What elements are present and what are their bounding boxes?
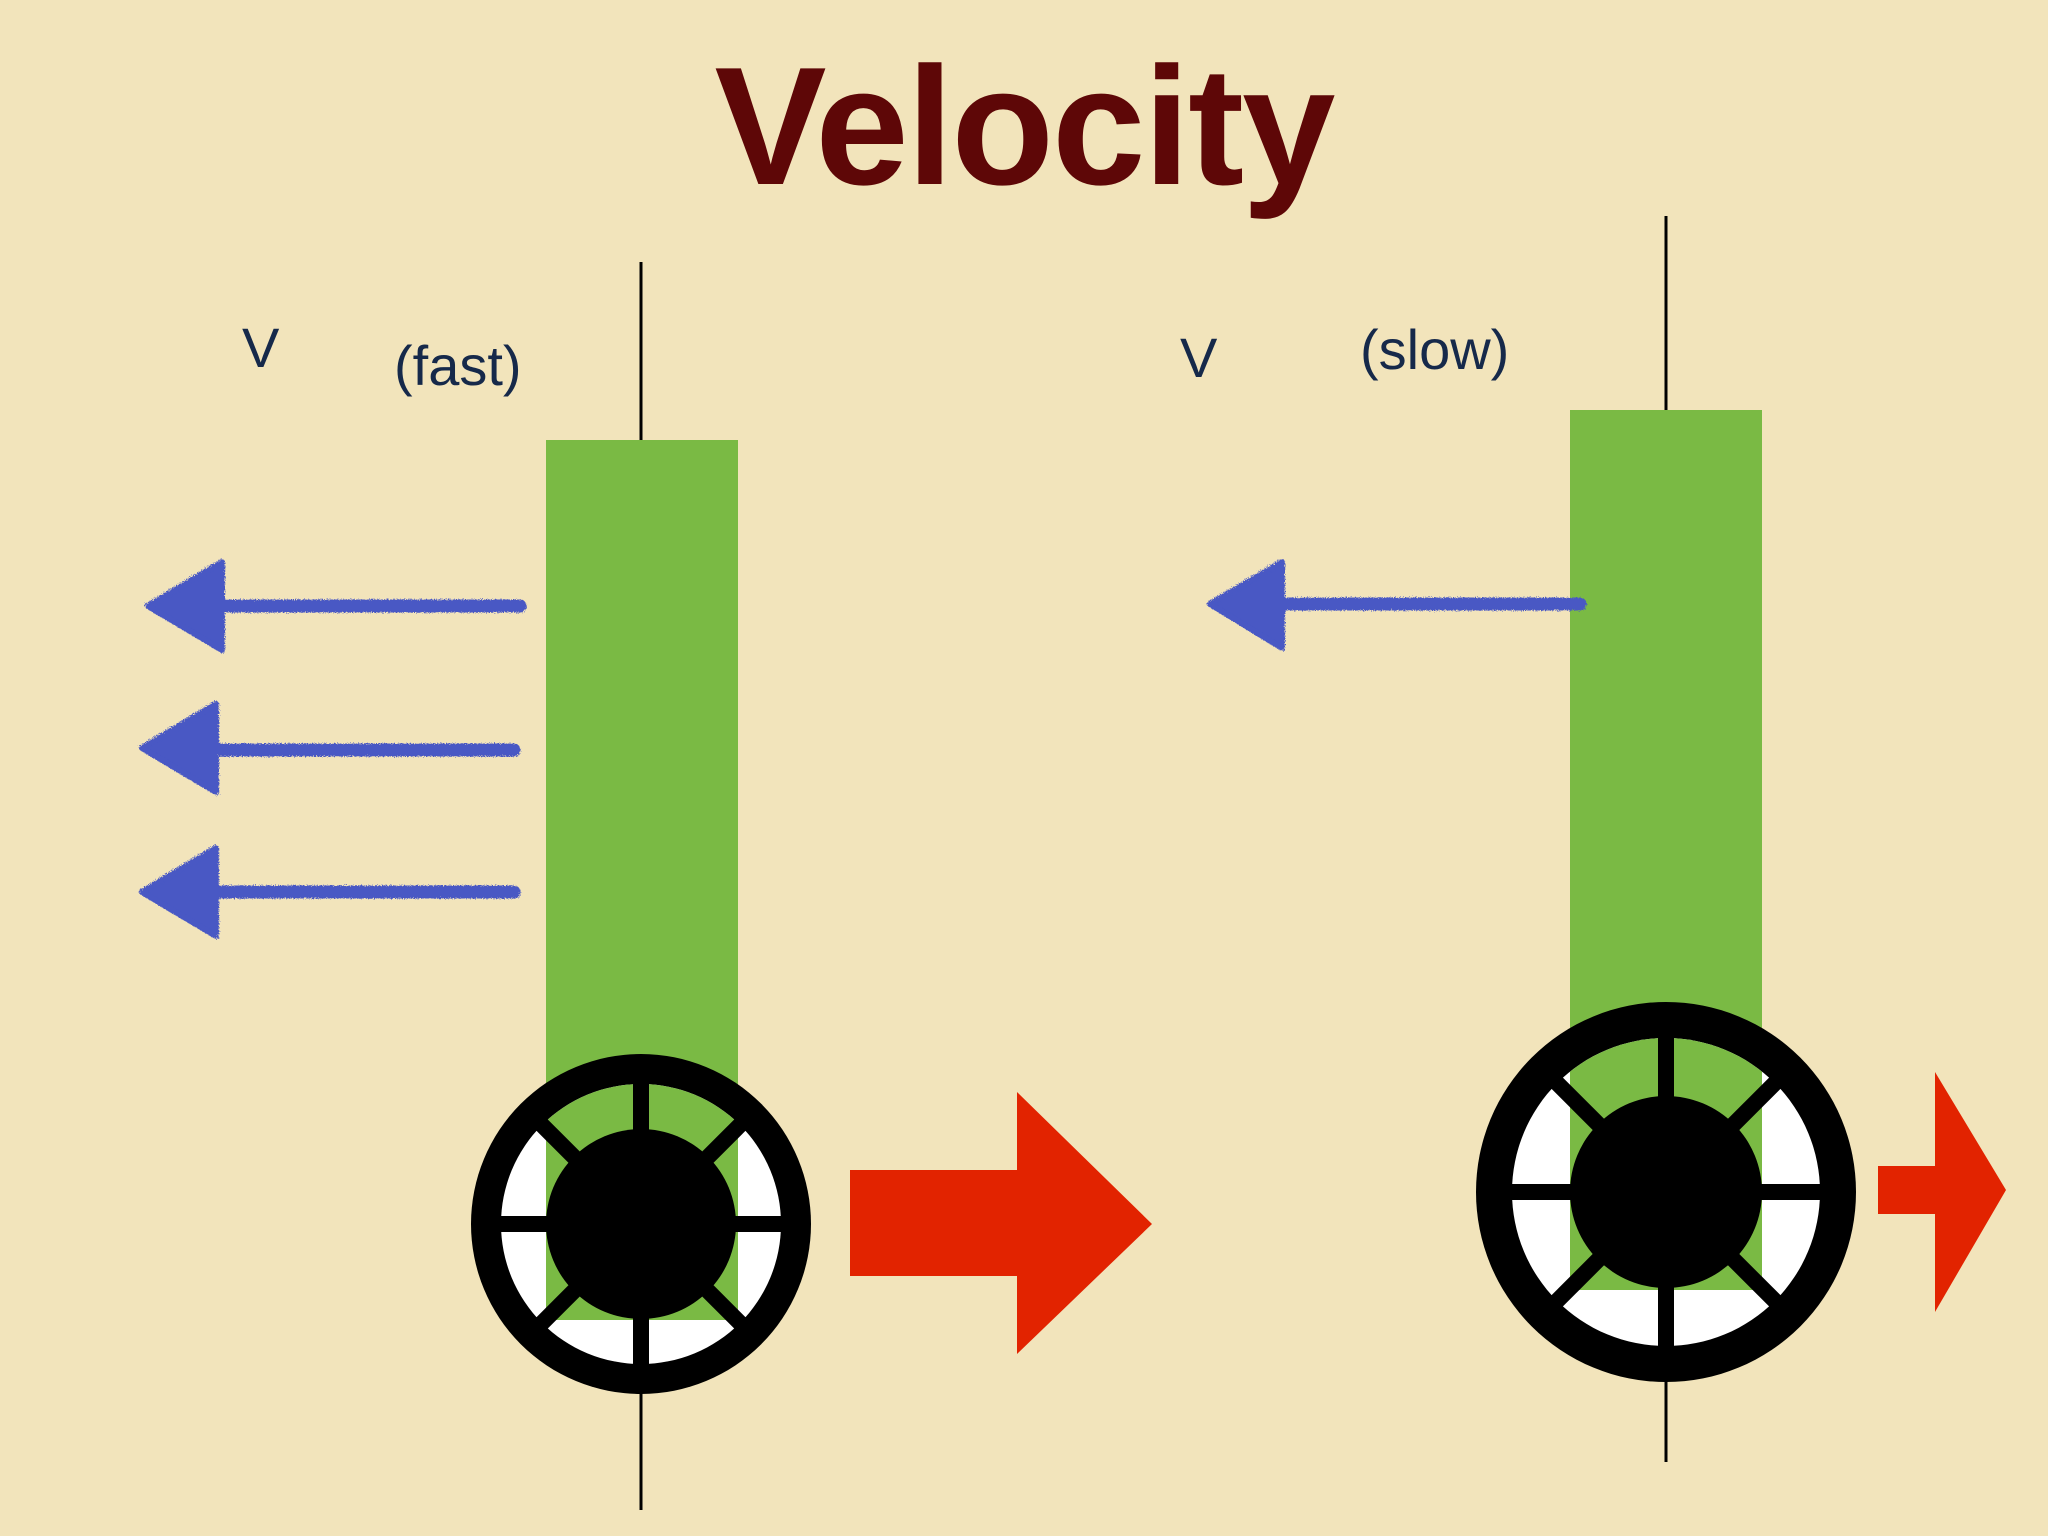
flow-arrow-icon: [139, 701, 521, 795]
flow-arrow-icon: [139, 845, 521, 939]
right-wheel-icon: [1476, 1002, 1856, 1382]
flow-arrow-icon: [145, 559, 527, 653]
left-wheel-icon: [471, 1054, 811, 1394]
right-speed-label: (slow): [1360, 318, 1510, 381]
right-panel: [1207, 216, 2006, 1462]
slide-title: Velocity: [714, 32, 1335, 220]
right-velocity-label: V: [1180, 326, 1218, 389]
left-flow-arrows: [139, 559, 527, 939]
flow-arrow-icon: [1207, 559, 1587, 651]
right-direction-arrow-icon: [1878, 1072, 2006, 1312]
left-panel: [139, 262, 1152, 1510]
left-speed-label: (fast): [394, 334, 522, 397]
right-flow-arrows: [1207, 559, 1587, 651]
left-direction-arrow-icon: [850, 1092, 1152, 1354]
left-velocity-label: V: [242, 316, 280, 379]
